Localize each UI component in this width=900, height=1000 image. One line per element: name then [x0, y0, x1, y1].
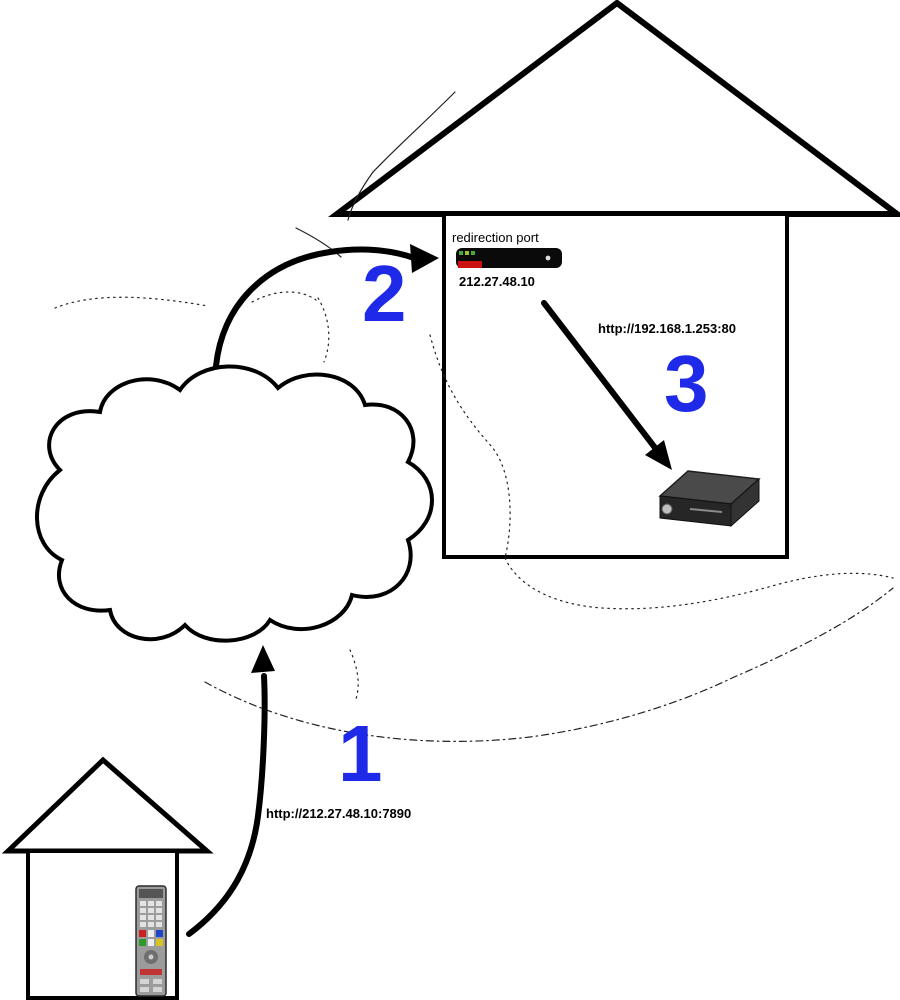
cloud-icon	[35, 364, 434, 643]
step-1-number: 1	[338, 709, 383, 798]
lan-url-label: http://192.168.1.253:80	[598, 321, 737, 336]
router-led	[465, 251, 469, 255]
stb-side-face	[730, 477, 760, 528]
map-line	[372, 91, 456, 173]
stb-slot	[689, 508, 723, 513]
redirection-port-label: redirection port	[452, 230, 539, 245]
small-house-roof	[1, 756, 214, 854]
stb-knob	[661, 503, 673, 515]
arrow-step3	[541, 300, 672, 470]
arrow-step3-shaft	[541, 300, 659, 452]
map-line	[349, 649, 359, 703]
router-ip-label: 212.27.48.10	[459, 274, 535, 289]
remote-control-icon	[135, 885, 167, 997]
map-line	[347, 171, 374, 221]
router-led	[471, 251, 475, 255]
modem-router-icon	[456, 248, 562, 268]
remote-nav-center	[148, 954, 154, 960]
arrow-step2-shaft	[213, 246, 417, 369]
remote-yellow-button	[156, 939, 163, 946]
map-line	[429, 334, 511, 559]
arrow-step2-head	[410, 244, 439, 273]
arrow-step1-shaft	[186, 673, 268, 937]
remote-white-button	[148, 939, 154, 946]
big-house-roof	[328, 0, 900, 217]
remote-blue-button	[156, 930, 163, 937]
remote-wide-button	[140, 969, 162, 975]
remote-white-button	[148, 930, 154, 937]
map-line	[54, 296, 209, 309]
wan-url-label: http://212.27.48.10:7890	[266, 806, 412, 821]
big-house-icon	[328, 0, 900, 559]
arrow-step1-head	[251, 645, 275, 673]
small-house-icon	[1, 756, 214, 1000]
remote-digit-buttons	[140, 901, 162, 927]
set-top-box-icon	[658, 470, 761, 528]
arrow-step1	[186, 645, 275, 937]
remote-display	[139, 889, 163, 898]
step-2-number: 2	[362, 249, 407, 338]
map-scribble-lines	[54, 91, 894, 742]
map-line	[295, 227, 342, 258]
router-dot	[545, 255, 551, 261]
arrow-step2	[213, 244, 439, 369]
map-line	[317, 297, 330, 363]
router-body	[456, 248, 562, 268]
arrow-step3-head	[645, 440, 672, 470]
remote-red-button	[139, 930, 146, 937]
step-3-number: 3	[664, 339, 709, 428]
map-line	[251, 291, 317, 303]
map-line	[504, 557, 894, 610]
router-red-panel	[458, 261, 482, 268]
map-line	[204, 587, 894, 742]
remote-bottom-buttons	[140, 979, 162, 992]
router-led	[459, 251, 463, 255]
remote-green-button	[139, 939, 146, 946]
